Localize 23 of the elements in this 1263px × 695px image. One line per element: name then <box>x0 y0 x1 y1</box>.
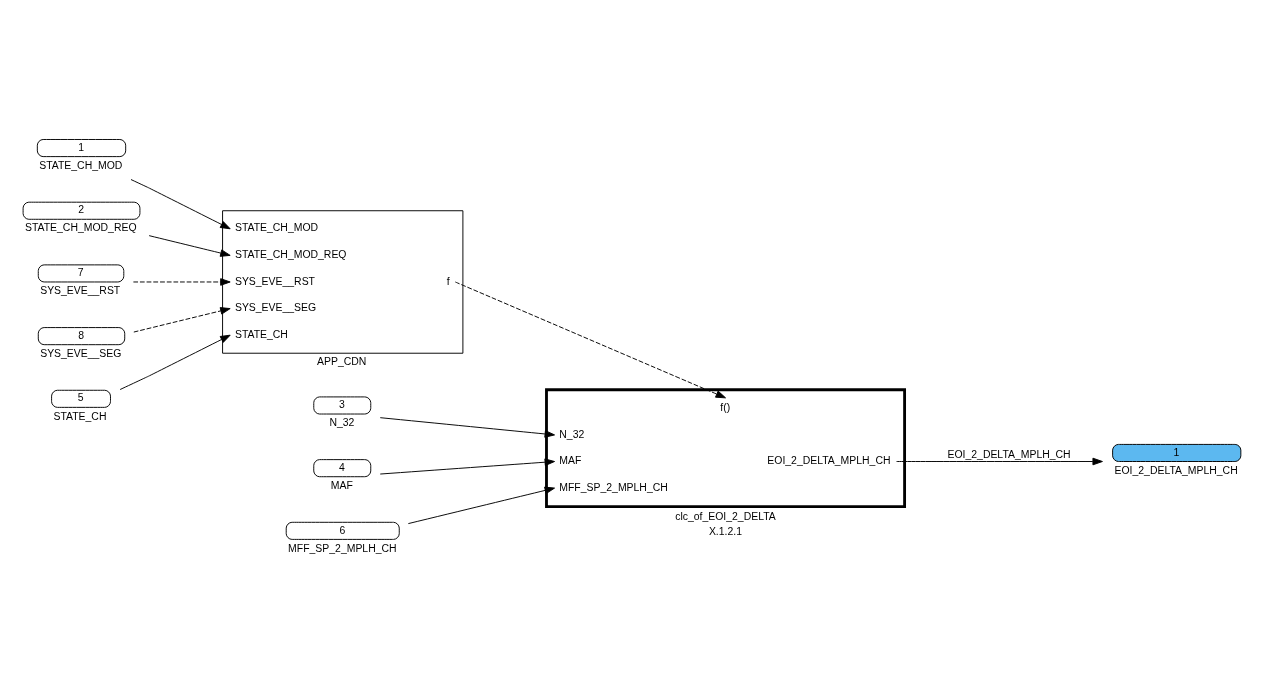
arrow <box>132 277 231 286</box>
node-label: clc_of_EOI_2_DELTA <box>675 510 776 522</box>
node-label: APP_CDN <box>317 355 367 367</box>
arrow <box>379 457 556 474</box>
edge-label: EOI_2_DELTA_MPLH_CH <box>947 448 1071 460</box>
node-label: STATE_CH <box>53 410 107 422</box>
arrow <box>133 306 231 333</box>
node-label: MFF_SP_2_MPLH_CH <box>288 542 397 554</box>
node-label: X.1.2.1 <box>708 525 742 537</box>
node-label: N_32 <box>329 416 355 428</box>
arrow <box>407 486 556 524</box>
arrow <box>896 457 1103 465</box>
arrow <box>119 334 231 390</box>
node-label: SYS_EVE__RST <box>40 284 121 296</box>
node-label: STATE_CH_MOD_REQ <box>24 221 137 233</box>
arrow <box>454 281 726 398</box>
node-label: STATE_CH_MOD <box>39 159 123 171</box>
node-label: MAF <box>330 479 353 491</box>
arrow <box>379 416 556 438</box>
node-label: SYS_EVE__SEG <box>40 347 122 359</box>
arrow <box>130 178 231 229</box>
arrow <box>148 234 231 257</box>
node-label: EOI_2_DELTA_MPLH_CH <box>1114 464 1238 476</box>
